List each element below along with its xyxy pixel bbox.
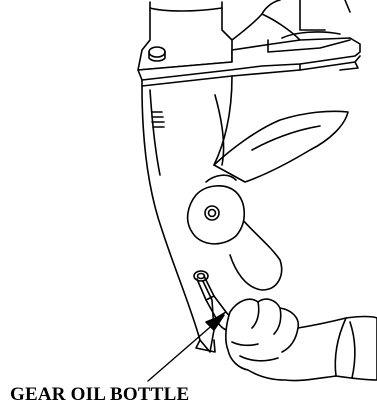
propeller <box>188 95 348 290</box>
propeller-blade-upper <box>214 111 348 182</box>
callout-arrow <box>148 315 224 381</box>
water-inlet-slots <box>152 112 164 127</box>
hub-bolt-outer <box>205 206 219 220</box>
gear-oil-bottle-label: GEAR OIL BOTTLE <box>10 384 189 406</box>
hand-holding-bottle <box>226 299 377 380</box>
